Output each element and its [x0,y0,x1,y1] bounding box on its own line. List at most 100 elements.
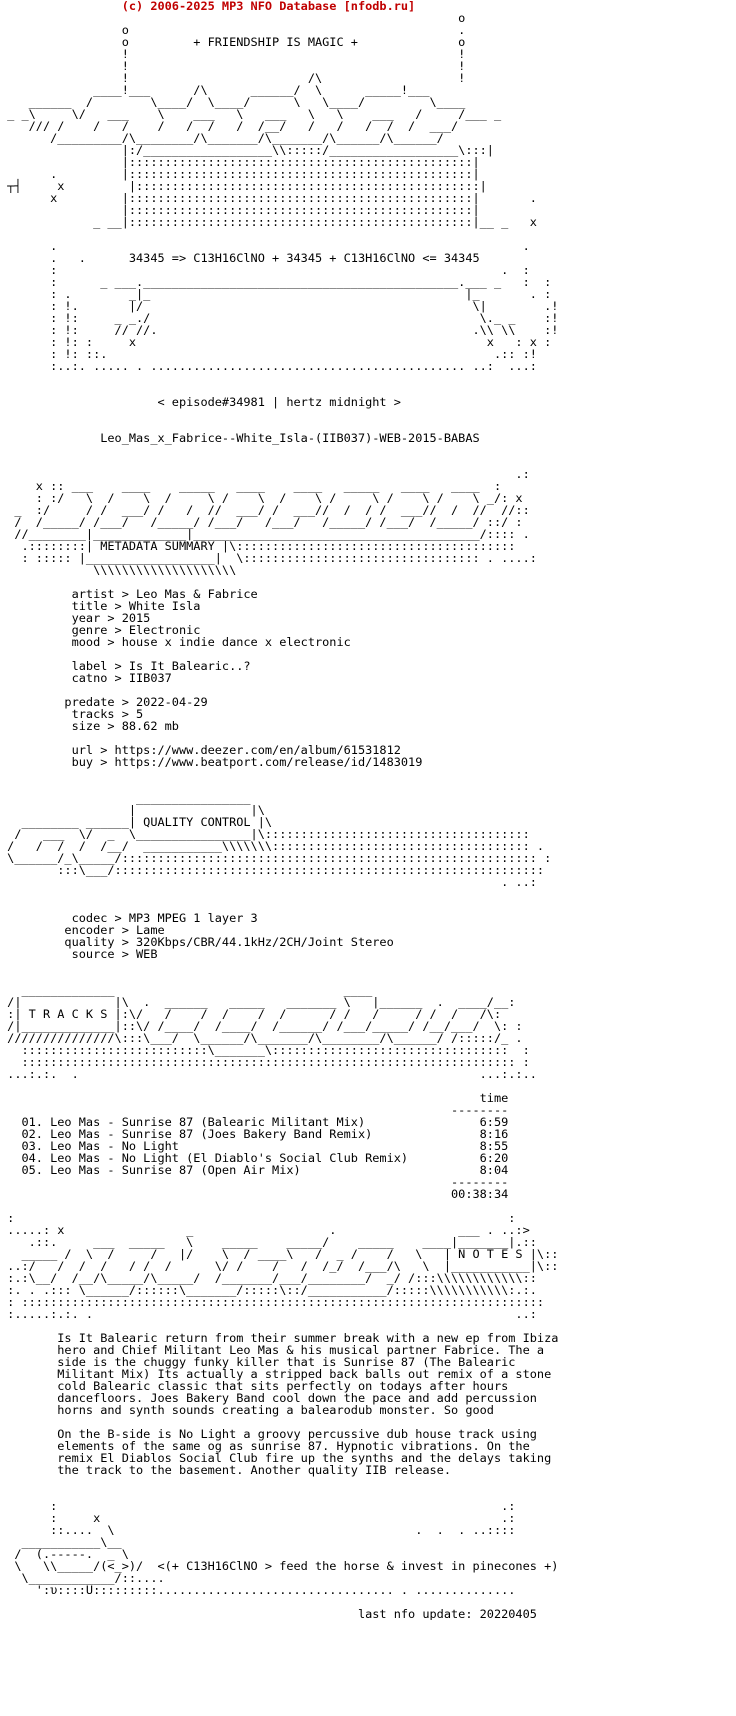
tracks-art-line-1: /| |\ . ______ _____ _______ \ |______ .… [0,995,516,1009]
field-genre: genre > Electronic [0,623,201,637]
quality-art-line-2: ________ ______| QUALITY CONTROL |\ [0,815,273,829]
metadata-art-line-6: .::::::::| METADATA SUMMARY |\::::::::::… [0,539,516,553]
notes-art-line-3: _____ / \ / / |/ \ / ____\ / _ / / \ | N… [0,1247,559,1261]
last-update: last nfo update: 20220405 [0,1607,537,1620]
quality-art-line-3: / ___ \/ _ \________________|\::::::::::… [0,827,530,841]
field-encoder: encoder > Lame [0,923,165,937]
metadata-art-line-3: _ :/ / / ___/ / / // ___/ / ___// / / / … [0,503,530,517]
footer-art-line-4: / (.-----. _ \ [0,1547,129,1561]
footer-art-line-7: ':υ::::U:::::::::.......................… [0,1583,516,1597]
notes-text-line-1: hero and Chief Militant Leo Mas & his mu… [0,1343,545,1357]
field-predate: predate > 2022-04-29 [0,695,208,709]
tracklist-time-rule: -------- [0,1103,509,1117]
banner-art-line-6: ____!___ /\ ______/ \ _____!___ [0,83,430,97]
banner-art-line-28: : !: ::. .:: :! [0,347,537,361]
footer-art-line-1: : x .: [0,1511,516,1525]
banner-art-line-7: ______ / \____/ \____/ \ \____/ \____ [0,95,466,109]
banner-art-line-22: : _ ___.________________________________… [0,275,552,289]
metadata-art-line-4: / /_____/ /___/ /_____/ /___/ /___/ /___… [0,515,523,529]
notes-art-line-1: .....: x _ . ___ . ..:> [0,1223,530,1237]
footer-art-line-6: \____________/::.... [0,1571,165,1585]
banner-art-line-27: : !: : x x : x : [0,335,552,349]
field-codec: codec > MP3 MPEG 1 layer 3 [0,911,258,925]
track-row-1: 01. Leo Mas - Sunrise 87 (Balearic Milit… [0,1115,509,1129]
blank-line [0,372,736,384]
notes-text-line-3: Militant Mix) Its actually a stripped ba… [0,1367,552,1381]
header-copyright: (c) 2006-2025 MP3 NFO Database [nfodb.ru… [0,0,416,13]
banner-art-line-23: : . _|_ |_ . : [0,287,552,301]
tracks-art-line-2: :| T R A C K S |:\/ / / / / / / / / / / … [0,1007,502,1021]
episode-line: < episode#34981 | hertz midnight > [0,395,401,409]
banner-art-line-15: x |:::::::::::::::::::::::::::::::::::::… [0,191,537,205]
banner-art-line-20: . . 34345 => C13H16ClNO + 34345 + C13H16… [0,251,480,265]
quality-art-line-7: . ..: [0,875,537,889]
tracks-art-line-5: ::::::::::::::::::::::::::\_______\:::::… [0,1043,530,1057]
tracklist-time-header: time [0,1091,509,1105]
footer-art-line-3: ___________\__ [0,1535,122,1549]
notes-art-line-0: : : [0,1211,516,1225]
banner-art-line-3: ! ! [0,47,466,61]
banner-art-line-26: : !: // //. .\\ \\ :! [0,323,559,337]
field-size: size > 88.62 mb [0,719,179,733]
field-quality: quality > 320Kbps/CBR/44.1kHz/2CH/Joint … [0,935,394,949]
banner-art-line-0: o [0,11,466,25]
field-title: title > White Isla [0,599,201,613]
blank-line [0,444,736,456]
tracks-art-line-6: ::::::::::::::::::::::::::::::::::::::::… [0,1055,530,1069]
metadata-art-line-8: \\\\\\\\\\\\\\\\\\\\ [0,563,237,577]
track-row-4: 04. Leo Mas - No Light (El Diablo's Soci… [0,1151,509,1165]
quality-art-line-0: ________________ [0,791,251,805]
metadata-art-line-0: .: [0,467,530,481]
field-url: url > https://www.deezer.com/en/album/61… [0,743,401,757]
metadata-art-line-5: //________|_____________|_______________… [0,527,530,541]
notes-text-line-0: Is It Balearic return from their summer … [0,1331,559,1345]
metadata-art-line-7: : ::::: |__________________| \::::::::::… [0,551,537,565]
banner-art-line-13: . |:::::::::::::::::::::::::::::::::::::… [0,167,480,181]
notes-text-line-5: dancefloors. Joes Bakery Band cool down … [0,1391,537,1405]
notes-art-line-4: ..:/ / / / / / / \/ / / / /_/ /___/\ \ |… [0,1259,559,1273]
blank-line [0,408,736,420]
tracklist-total: 00:38:34 [0,1187,509,1201]
footer-art-line-5: \ \\_____/(<_>)/ <(+ C13H16ClNO > feed t… [0,1559,559,1573]
quality-art-line-1: | |\ [0,803,265,817]
notes-text-line-2: side is the chuggy funky killer that is … [0,1355,516,1369]
quality-art-line-6: :::\___/::::::::::::::::::::::::::::::::… [0,863,545,877]
notes-art-line-8: :.....:.:. . ..: [0,1307,537,1321]
notes-text-line-8: On the B-side is No Light a groovy percu… [0,1427,537,1441]
quality-art-line-5: \______/_\_____/::::::::::::::::::::::::… [0,851,552,865]
quality-art-line-4: / / / / /__/ ___________\\\\\\\:::::::::… [0,839,545,853]
banner-art-line-12: |:::::::::::::::::::::::::::::::::::::::… [0,155,480,169]
banner-art-line-29: :..:. ..... . ..........................… [0,359,537,373]
notes-text-line-11: the track to the basement. Another quali… [0,1463,452,1477]
notes-art-line-5: :.:\__/ /__/\_____/\_____/ /_______/___/… [0,1271,537,1285]
nfo-document: (c) 2006-2025 MP3 NFO Database [nfodb.ru… [0,0,736,1620]
field-catno: catno > IIB037 [0,671,172,685]
notes-art-line-7: : ::::::::::::::::::::::::::::::::::::::… [0,1295,545,1309]
track-row-3: 03. Leo Mas - No Light 8:55 [0,1139,509,1153]
tracks-art-line-0: _____________ ____ [0,983,373,997]
field-buy: buy > https://www.beatport.com/release/i… [0,755,423,769]
field-label: label > Is It Balearic..? [0,659,251,673]
banner-art-line-17: _ __|:::::::::::::::::::::::::::::::::::… [0,215,537,229]
track-row-2: 02. Leo Mas - Sunrise 87 (Joes Bakery Ba… [0,1127,509,1141]
notes-text-line-10: remix El Diablos Social Club fire up the… [0,1451,552,1465]
blank-line [0,1476,736,1488]
banner-art-line-5: ! /\ ! [0,71,466,85]
notes-text-line-6: horns and synth sounds creating a balear… [0,1403,494,1417]
blank-line [0,888,736,900]
field-year: year > 2015 [0,611,151,625]
blank-line [0,960,736,972]
banner-art-line-14: ┬┤ x |::::::::::::::::::::::::::::::::::… [0,179,487,193]
footer-art-line-2: ::.... \ . . . ..:::: [0,1523,516,1537]
metadata-art-line-1: x :: ___ ____ _____ ____ ____ _____ ____… [0,479,502,493]
field-artist: artist > Leo Mas & Fabrice [0,587,258,601]
field-tracks: tracks > 5 [0,707,144,721]
banner-art-line-4: ! ! [0,59,466,73]
banner-art-line-19: . . [0,239,530,253]
tracklist-total-rule: -------- [0,1175,509,1189]
track-row-5: 05. Leo Mas - Sunrise 87 (Open Air Mix) … [0,1163,509,1177]
banner-art-line-21: : . : [0,263,530,277]
footer-art-line-0: : .: [0,1499,516,1513]
tracks-art-line-7: ...:.:. . ...:.:.. [0,1067,537,1081]
banner-art-line-9: /// / / / / / / / /__/ / / / / / ___/ [0,119,459,133]
